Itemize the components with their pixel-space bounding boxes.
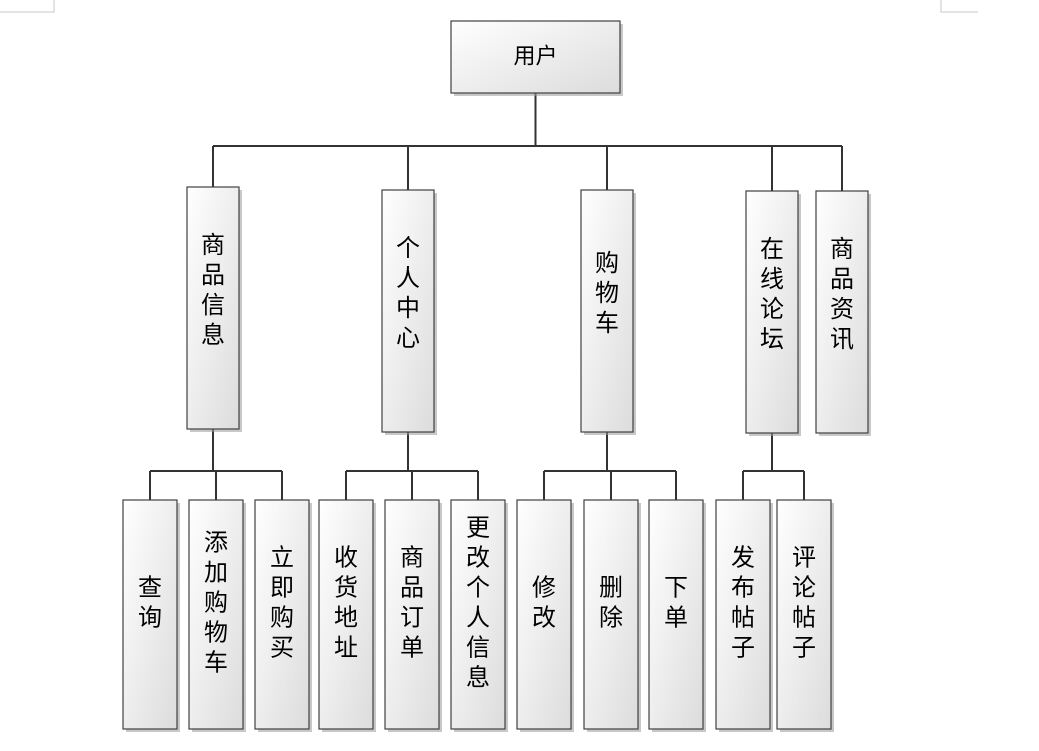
child-label-personal-center-2: 更改个人信息: [466, 514, 490, 692]
child-node-goods-info-1: 添加购物车: [188, 499, 246, 732]
module-node-personal-center: 个人中心: [381, 189, 437, 435]
module-label-goods-news: 商品资讯: [830, 235, 854, 353]
child-label-forum-0: 发布帖子: [731, 544, 755, 662]
root-node-label: 用户: [513, 45, 557, 70]
child-label-personal-center-0: 收货地址: [334, 544, 358, 662]
module-node-cart: 购物车: [580, 189, 636, 435]
page-corner-marks: [0, 0, 978, 13]
child-label-goods-info-0: 查询: [138, 574, 162, 632]
child-label-goods-info-1: 添加购物车: [204, 529, 228, 677]
module-node-goods-info: 商品信息: [186, 186, 242, 432]
module-label-forum: 在线论坛: [760, 235, 784, 353]
module-label-cart: 购物车: [595, 249, 619, 337]
child-label-goods-info-2: 立即购买: [270, 544, 294, 662]
child-node-cart-1: 删除: [583, 499, 641, 732]
child-node-forum-0: 发布帖子: [715, 499, 773, 732]
module-node-forum: 在线论坛: [745, 190, 801, 436]
child-label-cart-0: 修改: [532, 574, 556, 632]
child-label-forum-1: 评论帖子: [792, 544, 816, 662]
child-node-goods-info-2: 立即购买: [254, 499, 312, 732]
root-node: 用户: [450, 20, 623, 96]
child-label-cart-1: 删除: [599, 574, 623, 632]
module-label-goods-info: 商品信息: [201, 231, 225, 349]
connector-lines: [149, 93, 843, 500]
child-node-cart-2: 下单: [648, 499, 706, 732]
child-node-cart-0: 修改: [516, 499, 574, 732]
module-label-personal-center: 个人中心: [396, 234, 420, 352]
child-node-personal-center-0: 收货地址: [318, 499, 376, 732]
child-node-forum-1: 评论帖子: [776, 499, 834, 732]
child-node-personal-center-1: 商品订单: [384, 499, 442, 732]
child-node-personal-center-2: 更改个人信息: [450, 499, 508, 732]
child-node-goods-info-0: 查询: [122, 499, 180, 732]
child-label-cart-2: 下单: [664, 574, 688, 632]
child-label-personal-center-1: 商品订单: [400, 544, 424, 662]
module-node-goods-news: 商品资讯: [815, 190, 871, 436]
